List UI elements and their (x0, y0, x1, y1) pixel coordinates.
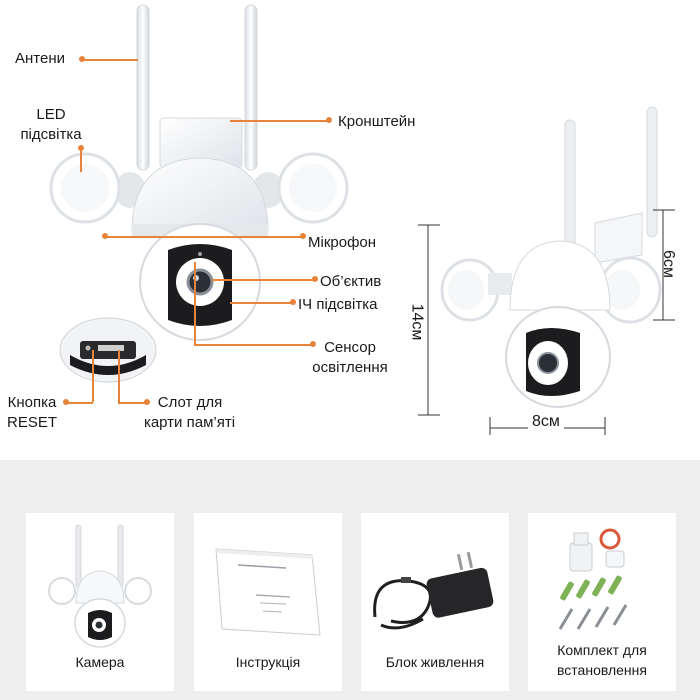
manual-thumbnail (215, 548, 321, 636)
dimensions-diagram: 14см 6см 8см (408, 95, 700, 440)
dimension-camera-illustration (418, 106, 675, 435)
label-reset-line1: Кнопка (7, 394, 57, 411)
label-bracket: Кронштейн (338, 113, 416, 130)
dimension-depth: 6см (659, 250, 677, 278)
mounting-kit-thumbnail (558, 528, 628, 630)
package-label-camera: Камера (75, 654, 125, 670)
label-led-line1: LED (36, 106, 66, 123)
package-item-manual: Інструкція (194, 513, 342, 691)
dimension-width: 8см (528, 413, 564, 431)
label-led-line2: підсвітка (20, 126, 82, 143)
camera-thumbnail (48, 524, 152, 648)
package-item-camera: Камера (26, 513, 174, 691)
package-label-manual: Інструкція (235, 654, 301, 670)
label-antennas: Антени (15, 50, 65, 67)
label-slot-line1: Слот для (157, 394, 223, 411)
package-item-mounting-kit: Комплект для встановлення (528, 513, 676, 691)
label-sensor-line1: Сенсор (324, 339, 376, 356)
package-label-power-adapter: Блок живлення (385, 654, 485, 670)
dimension-height: 14см (408, 303, 426, 341)
label-reset-line2: RESET (6, 414, 57, 431)
package-label-mounting-kit-line2: встановлення (557, 662, 647, 678)
label-ir-light: ІЧ підсвітка (298, 296, 378, 313)
package-label-mounting-kit-line1: Комплект для (557, 642, 647, 658)
main-camera-illustration (49, 4, 349, 341)
power-adapter-thumbnail (373, 551, 494, 630)
main-camera-diagram: Антени LED підсвітка Кронштейн Мікрофон … (0, 0, 420, 450)
label-sensor-line2: освітлення (312, 359, 388, 376)
package-item-power-adapter: Блок живлення (361, 513, 509, 691)
label-lens: Об’єктив (320, 273, 382, 290)
bottom-inset-illustration (59, 317, 157, 383)
label-microphone: Мікрофон (308, 234, 377, 251)
label-slot-line2: карти пам’яті (143, 414, 236, 431)
